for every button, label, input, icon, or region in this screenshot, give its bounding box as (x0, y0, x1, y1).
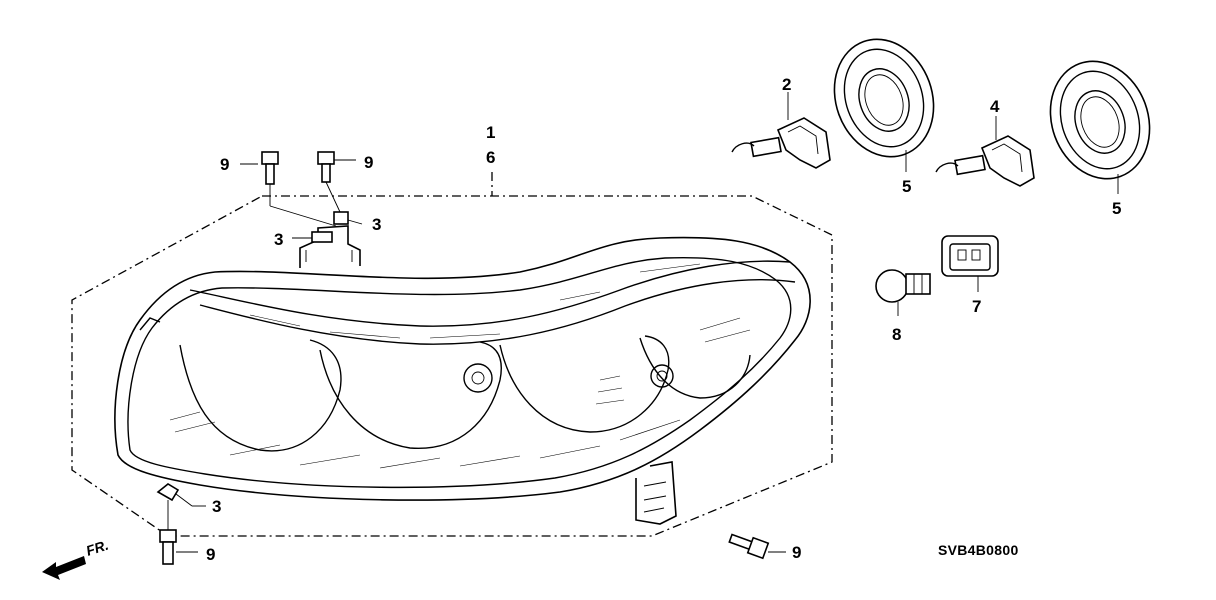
bulb-2[interactable]: 2 (731, 75, 831, 169)
bolt-9-top-right[interactable]: 9 (317, 151, 373, 213)
socket-7[interactable]: 7 (941, 235, 999, 316)
clip-3-bottom[interactable]: 3 (156, 483, 221, 516)
callout-4: 4 (990, 97, 1000, 116)
dust-cover-5-left[interactable]: 5 (818, 25, 949, 196)
callout-3-left: 3 (274, 230, 283, 249)
clip-3-left[interactable]: 3 (274, 230, 333, 249)
callout-2: 2 (782, 75, 791, 94)
bolt-9-bottom-right[interactable]: 9 (728, 533, 801, 562)
callout-3-bottom: 3 (212, 497, 221, 516)
bulb-8[interactable]: 8 (875, 269, 931, 344)
front-label: FR. (84, 537, 110, 559)
front-direction-indicator: FR. (42, 537, 110, 580)
front-arrow-icon (42, 556, 86, 580)
callout-9-top-left: 9 (220, 155, 229, 174)
bolt-9-bottom-left[interactable]: 9 (159, 500, 215, 565)
callout-1: 1 (486, 123, 495, 142)
clip-3-top[interactable]: 3 (333, 211, 381, 234)
bulb-4[interactable]: 4 (935, 97, 1035, 187)
headlight-assembly[interactable] (114, 225, 811, 525)
assembly-callouts: 1 6 (486, 123, 495, 167)
callout-5-right: 5 (1112, 199, 1121, 218)
callout-9-bottom-right: 9 (792, 543, 801, 562)
dust-cover-5-right[interactable]: 5 (1034, 47, 1165, 218)
callout-5-left: 5 (902, 177, 911, 196)
callout-8: 8 (892, 325, 901, 344)
callout-7: 7 (972, 297, 981, 316)
bolt-9-top-left[interactable]: 9 (220, 151, 337, 227)
callout-9-bottom-left: 9 (206, 545, 215, 564)
callout-6: 6 (486, 148, 495, 167)
callout-9-top-right: 9 (364, 153, 373, 172)
assembly-boundary (71, 172, 833, 537)
diagram-code: SVB4B0800 (938, 542, 1019, 558)
callout-3-top: 3 (372, 215, 381, 234)
